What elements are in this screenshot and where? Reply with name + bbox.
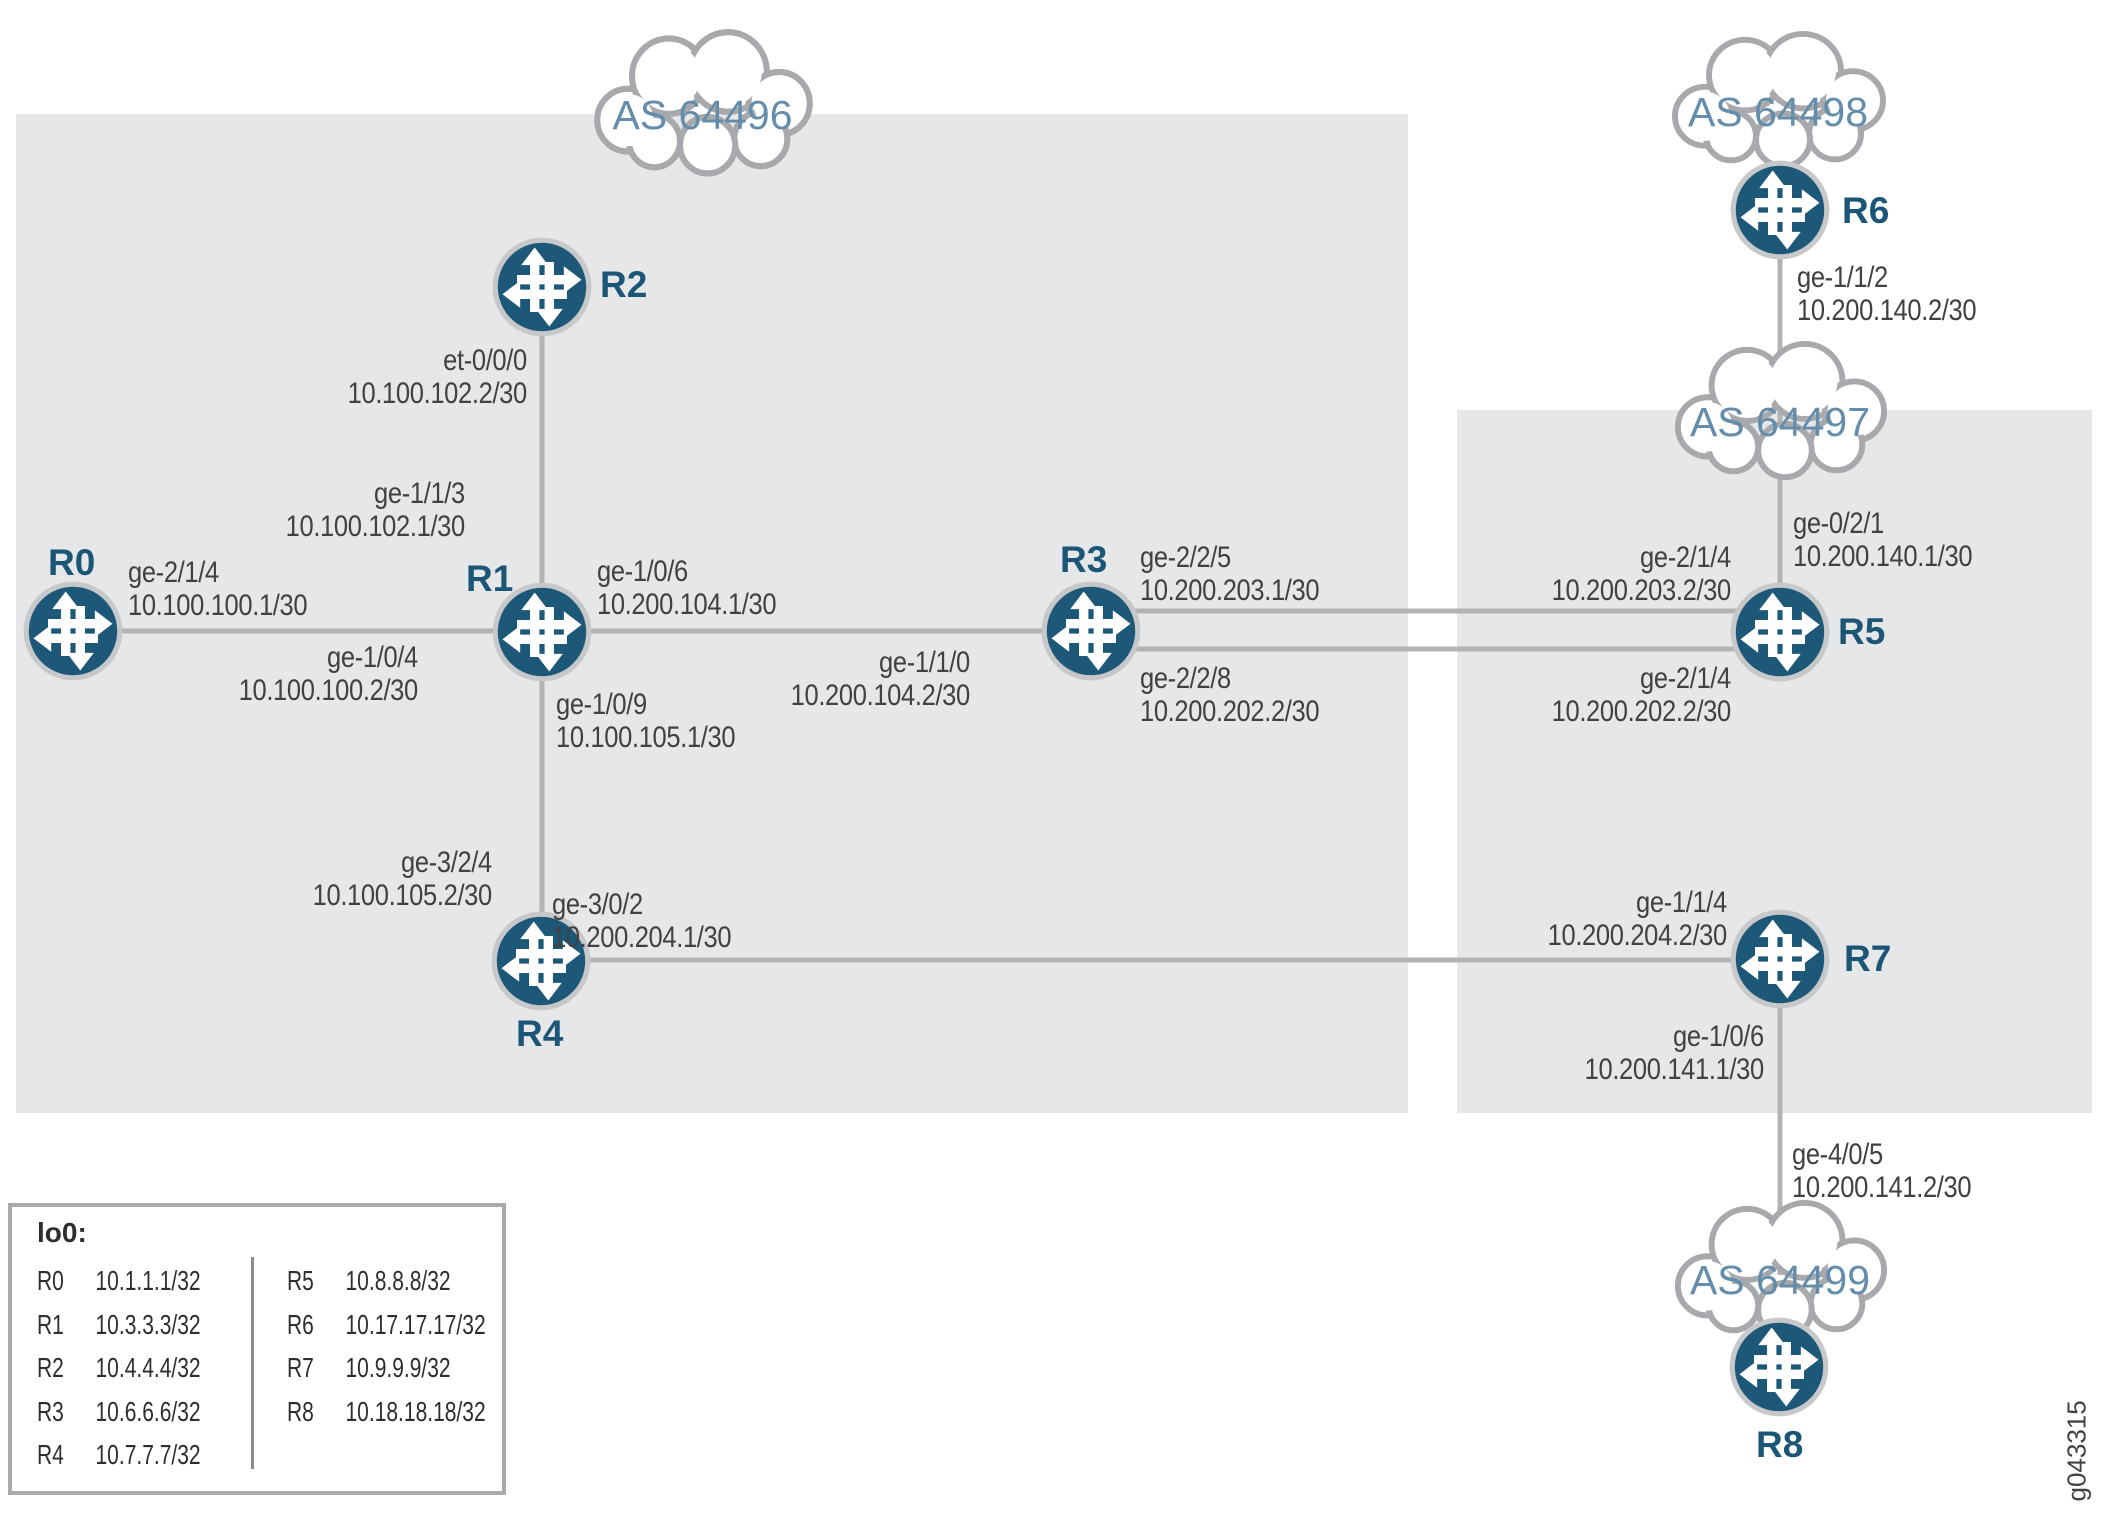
as-label-64498: AS 64498: [1687, 89, 1869, 135]
port-label: ge-3/2/4: [401, 846, 492, 879]
port-label: ge-2/1/4: [128, 556, 219, 589]
interface-label-r5-to-r3-upper: ge-2/1/4 10.200.203.2/30: [1551, 541, 1732, 607]
port-label: ge-3/0/2: [552, 888, 643, 921]
port-label: ge-0/2/1: [1793, 507, 1884, 540]
interface-label-r8-to-as64499: ge-4/0/5 10.200.141.2/30: [1792, 1138, 1972, 1204]
legend-divider: [251, 1257, 254, 1469]
router-label-r8: R8: [1756, 1424, 1804, 1465]
router-label-r4: R4: [516, 1013, 564, 1054]
port-label: ge-2/1/4: [1640, 662, 1731, 695]
router-icon-r7: [1733, 912, 1827, 1006]
ip-label: 10.200.202.2/30: [1551, 695, 1732, 728]
interface-label-r1-to-r2: ge-1/1/3 10.100.102.1/30: [285, 477, 466, 543]
port-label: ge-1/0/4: [327, 641, 418, 674]
ip-label: 10.200.202.2/30: [1140, 695, 1320, 728]
ip-label: 10.200.140.1/30: [1793, 540, 1973, 573]
as-label-64499: AS 64499: [1689, 1257, 1871, 1303]
ip-label: 10.200.104.1/30: [597, 588, 777, 621]
interface-label-r1-to-r3: ge-1/0/6 10.200.104.1/30: [597, 555, 777, 621]
ip-label: 10.200.204.2/30: [1547, 919, 1728, 952]
router-label-r0: R0: [48, 542, 96, 583]
ip-label: 10.100.100.1/30: [128, 589, 308, 622]
ip-label: 10.200.140.2/30: [1797, 294, 1977, 327]
router-label-r6: R6: [1842, 190, 1890, 231]
interface-label-r1-to-r4: ge-1/0/9 10.100.105.1/30: [556, 688, 736, 754]
interface-label-r4-to-r1: ge-3/2/4 10.100.105.2/30: [312, 846, 493, 912]
port-label: ge-2/2/5: [1140, 541, 1231, 574]
router-icon-r6: [1733, 163, 1827, 257]
ip-label: 10.200.141.1/30: [1584, 1053, 1765, 1086]
port-label: ge-1/0/6: [597, 555, 688, 588]
interface-label-r0-to-r1: ge-2/1/4 10.100.100.1/30: [128, 556, 308, 622]
interface-label-r3-to-r5-upper: ge-2/2/5 10.200.203.1/30: [1140, 541, 1320, 607]
ip-label: 10.100.105.2/30: [312, 879, 493, 912]
router-icon-r8: [1732, 1320, 1826, 1414]
ip-label: 10.200.204.1/30: [552, 921, 732, 954]
router-label-r3: R3: [1060, 539, 1108, 580]
port-label: ge-1/1/3: [374, 477, 465, 510]
port-label: ge-1/1/2: [1797, 261, 1888, 294]
interface-label-r2-to-r1: et-0/0/0 10.100.102.2/30: [347, 344, 528, 410]
interface-label-r5-to-as64497: ge-0/2/1 10.200.140.1/30: [1793, 507, 1973, 573]
router-icon-r2: [495, 240, 589, 334]
interface-label-r1-to-r0: ge-1/0/4 10.100.100.2/30: [238, 641, 419, 707]
as-label-64497: AS 64497: [1689, 399, 1871, 445]
interface-label-r5-to-r3-lower: ge-2/1/4 10.200.202.2/30: [1551, 662, 1732, 728]
interface-label-r6-to-as64497: ge-1/1/2 10.200.140.2/30: [1797, 261, 1977, 327]
ip-label: 10.100.100.2/30: [238, 674, 419, 707]
router-icon-r5: [1733, 585, 1827, 679]
router-icon-r3: [1044, 584, 1138, 678]
port-label: ge-1/0/9: [556, 688, 647, 721]
figure-id: g043315: [2061, 1400, 2092, 1502]
ip-label: 10.200.203.1/30: [1140, 574, 1320, 607]
interface-label-r3-to-r1: ge-1/1/0 10.200.104.2/30: [790, 646, 971, 712]
ip-label: 10.200.203.2/30: [1551, 574, 1732, 607]
port-label: ge-2/1/4: [1640, 541, 1731, 574]
interface-label-r7-to-r4: ge-1/1/4 10.200.204.2/30: [1547, 886, 1728, 952]
port-label: ge-2/2/8: [1140, 662, 1231, 695]
router-label-r2: R2: [600, 264, 648, 305]
legend-title: lo0:: [37, 1217, 87, 1248]
port-label: ge-1/1/4: [1636, 886, 1727, 919]
port-label: et-0/0/0: [443, 344, 527, 377]
as-label-64496: AS 64496: [612, 92, 793, 138]
interface-label-r4-to-r7: ge-3/0/2 10.200.204.1/30: [552, 888, 732, 954]
router-label-r5: R5: [1838, 611, 1886, 652]
router-label-r7: R7: [1844, 938, 1892, 979]
ip-label: 10.200.104.2/30: [790, 679, 971, 712]
port-label: ge-4/0/5: [1792, 1138, 1883, 1171]
ip-label: 10.100.102.1/30: [285, 510, 466, 543]
port-label: ge-1/1/0: [879, 646, 970, 679]
ip-label: 10.100.105.1/30: [556, 721, 736, 754]
interface-label-r3-to-r5-lower: ge-2/2/8 10.200.202.2/30: [1140, 662, 1320, 728]
router-icon-r0: [26, 584, 120, 678]
port-label: ge-1/0/6: [1673, 1020, 1764, 1053]
ip-label: 10.100.102.2/30: [347, 377, 528, 410]
ip-label: 10.200.141.2/30: [1792, 1171, 1972, 1204]
interface-label-r7-to-as64499: ge-1/0/6 10.200.141.1/30: [1584, 1020, 1765, 1086]
router-label-r1: R1: [466, 558, 514, 599]
